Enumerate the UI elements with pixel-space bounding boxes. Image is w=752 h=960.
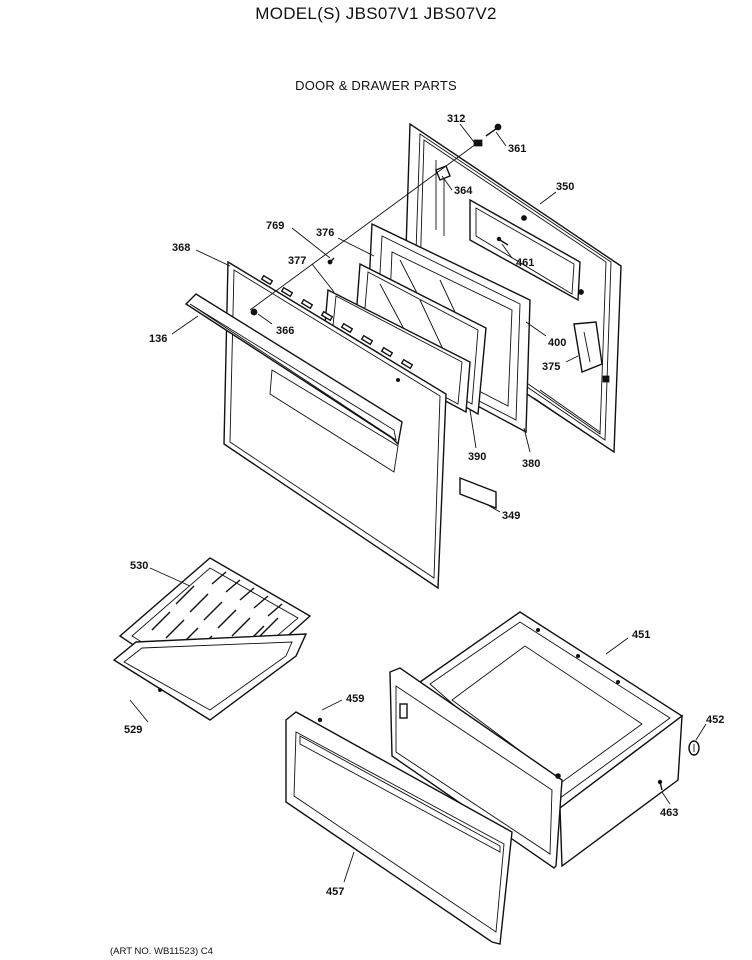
callout-364: 364 [454, 185, 473, 197]
callout-769: 769 [266, 220, 284, 232]
drawer-front-bracket [389, 667, 563, 869]
clip-452 [688, 740, 700, 756]
screw-366 [250, 308, 258, 316]
art-number: (ART NO. WB11523) C4 [110, 946, 213, 957]
callout-390: 390 [468, 451, 486, 463]
vent-slots [260, 274, 414, 370]
callout-376: 376 [316, 227, 334, 239]
part-callouts: 312 361 350 364 769 376 368 377 461 136 … [124, 113, 724, 898]
section-title: DOOR & DRAWER PARTS [295, 78, 457, 93]
screw-463 [657, 779, 663, 791]
insulation-349 [459, 476, 497, 510]
screw-769 [327, 257, 335, 265]
screw-361 [485, 123, 502, 137]
screw-461 [496, 236, 509, 246]
door-handle-136 [184, 293, 403, 446]
hinge-375 [573, 321, 603, 373]
callout-349: 349 [502, 510, 520, 522]
callout-380: 380 [522, 458, 540, 470]
callout-451: 451 [632, 629, 650, 641]
callout-452: 452 [706, 714, 724, 726]
callout-459: 459 [346, 693, 364, 705]
callout-463: 463 [660, 807, 678, 819]
callout-461: 461 [516, 257, 534, 269]
callout-377: 377 [288, 255, 306, 267]
callout-375: 375 [542, 361, 560, 373]
callout-368: 368 [172, 242, 190, 254]
callout-530: 530 [130, 560, 148, 572]
clip-364 [435, 165, 451, 181]
drawer-front-457 [285, 711, 513, 945]
callout-350: 350 [556, 181, 574, 193]
outer-door-panel-368 [223, 260, 447, 590]
model-title: MODEL(S) JBS07V1 JBS07V2 [255, 4, 497, 23]
callout-457: 457 [326, 886, 344, 898]
callout-400: 400 [548, 337, 566, 349]
callout-361: 361 [508, 143, 526, 155]
leader-lines [129, 123, 707, 883]
broiler-pan-529 [112, 633, 308, 721]
assembly-line [249, 143, 477, 311]
callout-136: 136 [149, 333, 167, 345]
callout-366: 366 [276, 325, 294, 337]
callout-529: 529 [124, 724, 142, 736]
callout-312: 312 [447, 113, 465, 125]
